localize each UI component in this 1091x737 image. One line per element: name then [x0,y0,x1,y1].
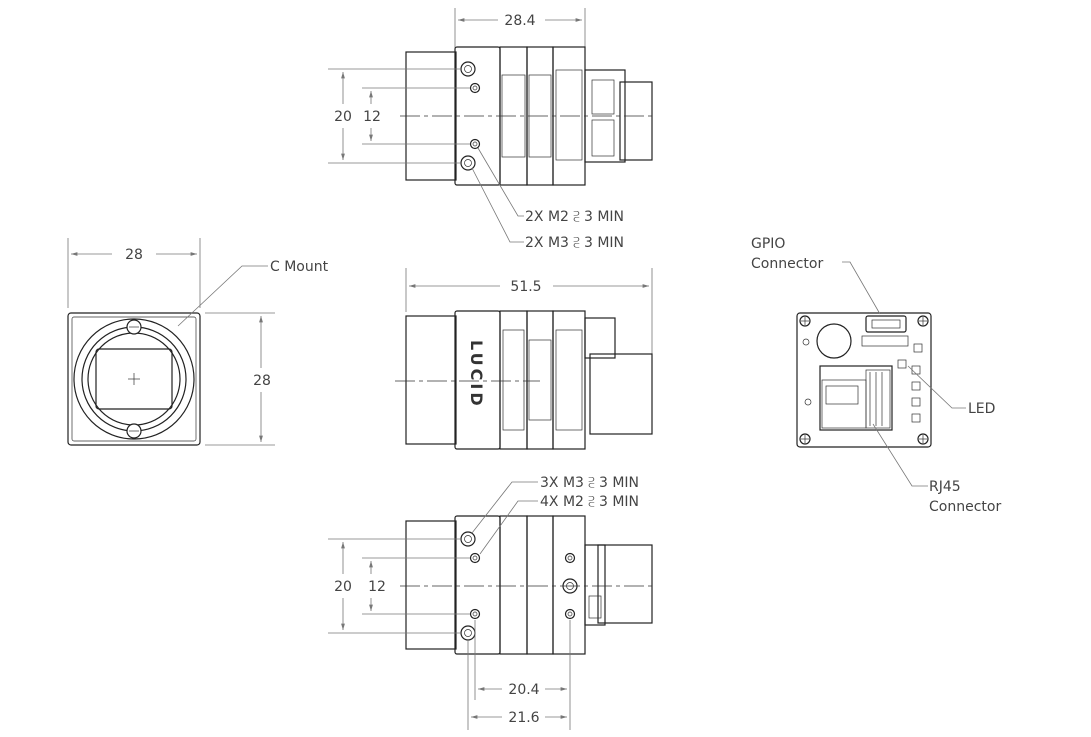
callout-top-m2: 2X M2 ⫔ 3 MIN [525,209,624,225]
side-view: 51.5 LUCID [395,268,653,450]
dim-front-height: 28 [205,312,275,446]
dim-front-width: 28 [67,238,201,308]
back-view: GPIO Connector LED RJ45 Connector [751,236,1001,515]
callout-led: LED [968,401,995,417]
dim-top-height-inner-label: 12 [363,109,381,125]
dim-top-width-label: 28.4 [504,13,535,29]
dim-side-length-label: 51.5 [510,279,541,295]
bottom-hole-m3-b [460,625,476,641]
dim-bottom-height-inner-label: 12 [368,579,386,595]
callout-bottom-m2: 4X M2 ⫔ 3 MIN [540,494,639,510]
brand-logo-text: LUCID [467,340,486,409]
callout-rj45-line2: Connector [929,499,1001,515]
top-hole-m3-b [460,155,476,171]
callout-bottom-m3: 3X M3 ⫔ 3 MIN [540,475,639,491]
bottom-hole-m2-a [469,552,481,564]
top-hole-m2-b [469,138,481,150]
bottom-hole-m3-a [460,531,476,547]
top-view: 28.4 [328,8,655,251]
callout-top-m3: 2X M3 ⫔ 3 MIN [525,235,624,251]
dim-front-width-label: 28 [125,247,143,263]
dim-side-length: 51.5 [405,268,653,354]
dim-bottom-width-inner-label: 20.4 [508,682,539,698]
dim-top-width: 28.4 [454,8,586,48]
dim-bottom-height: 20 12 [328,538,470,634]
callout-gpio-line2: Connector [751,256,823,272]
dim-bottom-height-outer-label: 20 [334,579,352,595]
dim-top-height-outer-label: 20 [334,109,352,125]
top-hole-m2-a [469,82,481,94]
callout-c-mount: C Mount [270,259,329,275]
dim-bottom-widths: 20.4 21.6 [467,620,571,730]
callout-gpio-line1: GPIO [751,236,785,252]
dim-top-height: 20 12 [328,68,470,164]
front-view: 28 28 C Mount [67,238,329,446]
callout-rj45-line1: RJ45 [929,479,961,495]
top-hole-m3-a [460,61,476,77]
dim-front-height-label: 28 [253,373,271,389]
dim-bottom-width-outer-label: 21.6 [508,710,539,726]
bottom-view: 20 12 20.4 21.6 3X M3 ⫔ 3 MIN 4X M2 ⫔ 3 … [328,475,655,730]
bottom-hole-m2-b [469,608,481,620]
